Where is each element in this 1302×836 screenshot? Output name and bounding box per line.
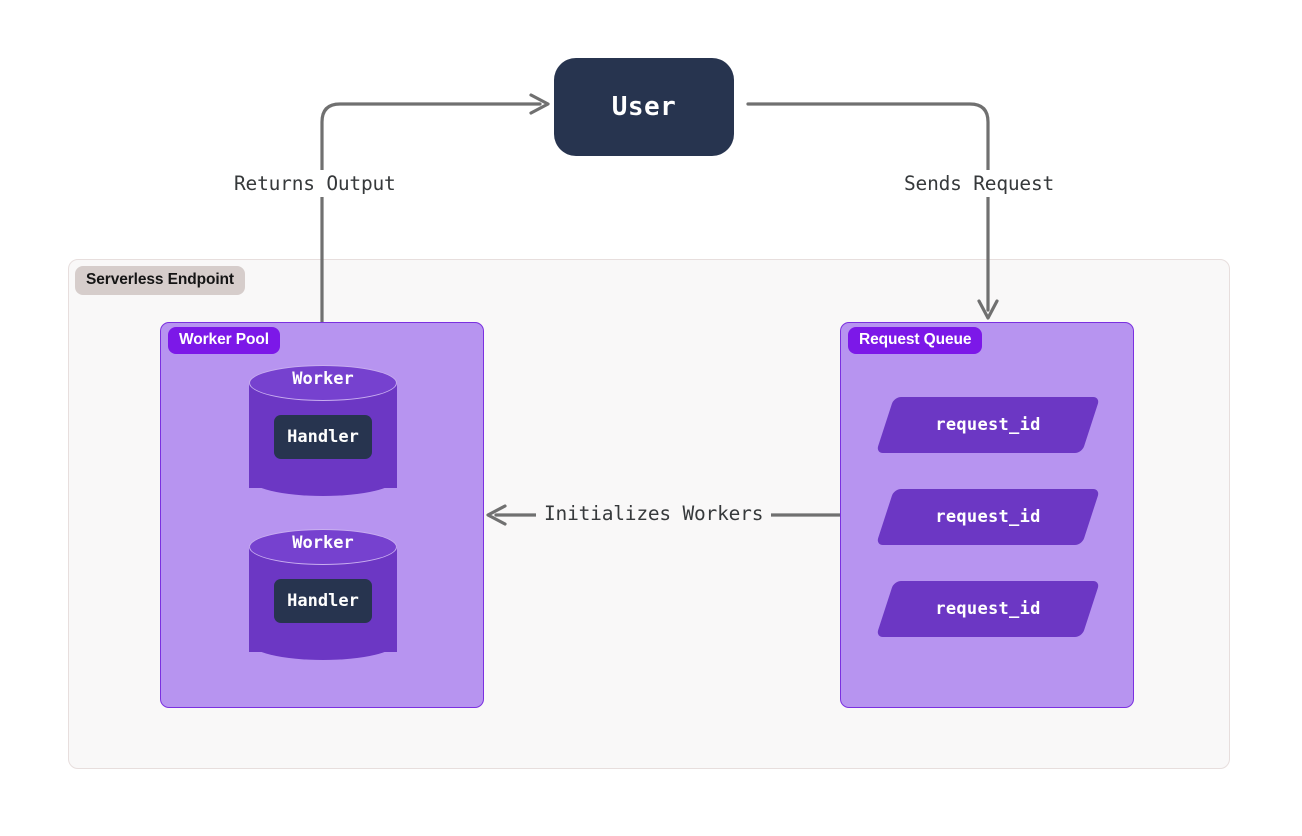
handler-box[interactable]: Handler: [274, 415, 372, 459]
cylinder-top-ellipse: [249, 365, 397, 401]
worker-pool-label: Worker Pool: [168, 327, 280, 354]
handler-box[interactable]: Handler: [274, 579, 372, 623]
request-queue-label: Request Queue: [848, 327, 983, 354]
user-node[interactable]: User: [554, 58, 734, 156]
edge-label-initializes-workers: Initializes Workers: [536, 500, 772, 527]
handler-label: Handler: [287, 591, 359, 611]
request-item-label: request_id: [935, 599, 1041, 619]
request-item[interactable]: request_id: [875, 581, 1101, 637]
edge-label-sends-request: Sends Request: [898, 170, 1061, 197]
cylinder-top-ellipse: [249, 529, 397, 565]
request-item[interactable]: request_id: [875, 489, 1101, 545]
worker-node[interactable]: Worker Handler: [249, 529, 397, 669]
request-item-label: request_id: [935, 507, 1041, 527]
handler-label: Handler: [287, 427, 359, 447]
request-queue-container[interactable]: request_id request_id request_id: [840, 322, 1134, 708]
worker-node[interactable]: Worker Handler: [249, 365, 397, 505]
worker-title: Worker: [292, 533, 354, 553]
edge-returns-output-arrowhead: [529, 93, 550, 115]
request-item[interactable]: request_id: [875, 397, 1101, 453]
edge-label-returns-output: Returns Output: [228, 170, 402, 197]
serverless-endpoint-label: Serverless Endpoint: [75, 266, 245, 295]
user-node-label: User: [611, 92, 677, 122]
worker-pool-container[interactable]: Worker Handler Worker Handler: [160, 322, 484, 708]
worker-title: Worker: [292, 369, 354, 389]
request-item-label: request_id: [935, 415, 1041, 435]
